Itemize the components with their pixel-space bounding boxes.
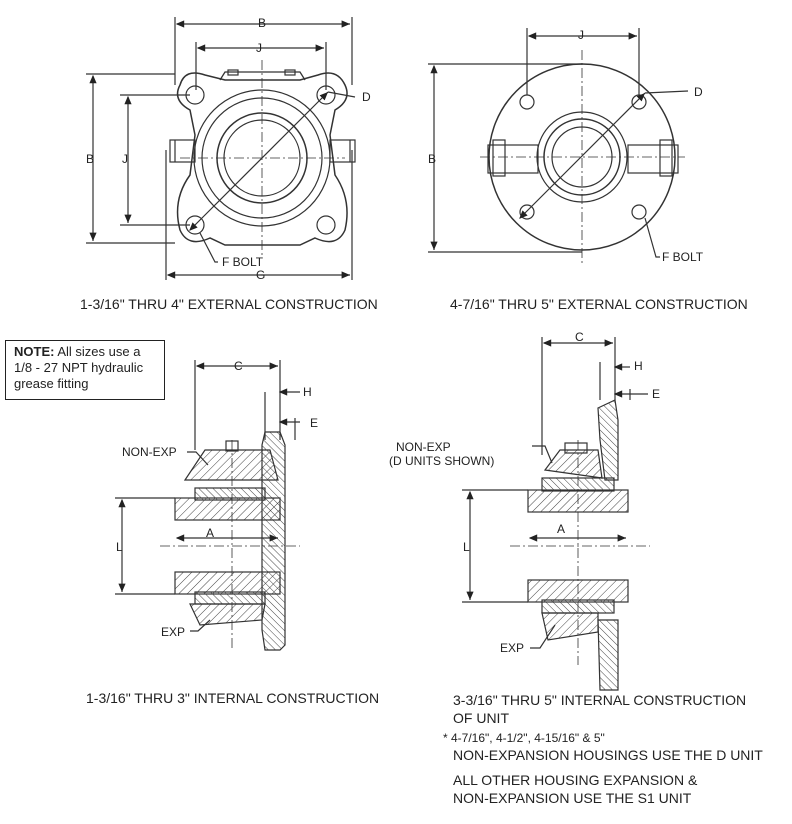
tl-b-side-label: B: [86, 152, 94, 166]
bl-h-label: H: [303, 385, 312, 399]
br-d-units-label: (D UNITS SHOWN): [389, 454, 494, 468]
bl-non-exp-label: NON-EXP: [122, 445, 177, 459]
br-h-label: H: [634, 359, 643, 373]
tr-b-label: B: [428, 152, 436, 166]
br-footnote-line3: ALL OTHER HOUSING EXPANSION &: [453, 772, 698, 788]
tl-j-side-label: J: [122, 152, 128, 166]
br-footnote-line4: NON-EXPANSION USE THE S1 UNIT: [453, 790, 692, 806]
tl-caption: 1-3/16" THRU 4" EXTERNAL CONSTRUCTION: [80, 296, 378, 312]
br-caption-line2: OF UNIT: [453, 710, 509, 726]
tl-g-label: G: [256, 268, 265, 282]
tl-j-top-label: J: [256, 41, 262, 55]
bl-caption: 1-3/16" THRU 3" INTERNAL CONSTRUCTION: [86, 690, 379, 706]
br-l-label: L: [463, 540, 470, 554]
tl-f-bolt-label: F BOLT: [222, 255, 264, 269]
top-right-flange-drawing: [428, 28, 689, 265]
note-text: All sizes use a 1/8 - 27 NPT hydraulic g…: [14, 344, 144, 391]
br-footnote-line2: NON-EXPANSION HOUSINGS USE THE D UNIT: [453, 747, 763, 763]
br-exp-label: EXP: [500, 641, 524, 655]
br-non-exp-label: NON-EXP: [396, 440, 451, 454]
tr-f-bolt-label: F BOLT: [662, 250, 704, 264]
bottom-right-section-drawing: [462, 337, 650, 691]
bl-l-label: L: [116, 540, 123, 554]
br-a-label: A: [557, 522, 565, 536]
note-bold-label: NOTE:: [14, 344, 55, 359]
tl-b-top-label: B: [258, 16, 266, 30]
tr-j-label: J: [578, 28, 584, 42]
bottom-left-section-drawing: [115, 360, 300, 651]
tr-d-label: D: [694, 85, 703, 99]
tr-caption: 4-7/16" THRU 5" EXTERNAL CONSTRUCTION: [450, 296, 748, 312]
br-caption-line1: 3-3/16" THRU 5" INTERNAL CONSTRUCTION: [453, 692, 746, 708]
br-c-label: C: [575, 330, 584, 344]
br-footnote-line1: * 4-7/16", 4-1/2", 4-15/16" & 5": [443, 731, 605, 745]
br-e-label: E: [652, 387, 660, 401]
top-left-flange-drawing: [86, 17, 356, 280]
bl-c-label: C: [234, 359, 243, 373]
tl-d-label: D: [362, 90, 371, 104]
bl-e-label: E: [310, 416, 318, 430]
bl-a-label: A: [206, 526, 214, 540]
note-box: NOTE: All sizes use a 1/8 - 27 NPT hydra…: [5, 340, 165, 400]
bl-exp-label: EXP: [161, 625, 185, 639]
